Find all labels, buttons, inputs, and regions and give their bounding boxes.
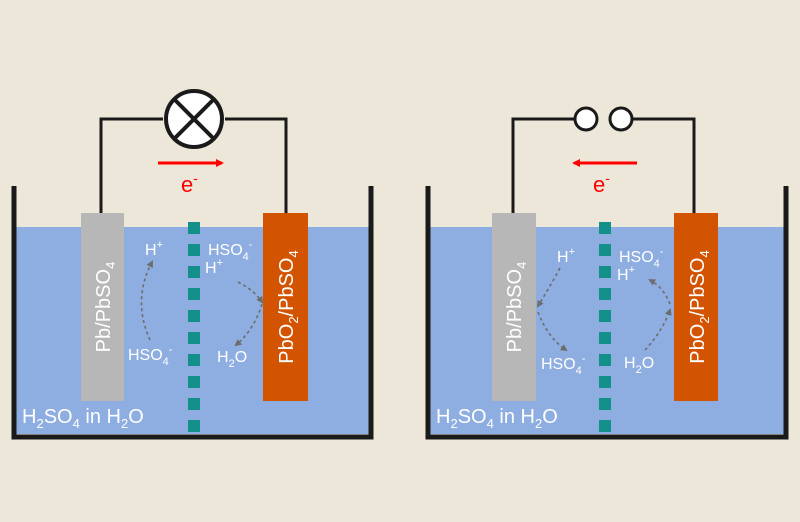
terminals-icon <box>573 106 634 132</box>
wire-left <box>99 117 163 213</box>
lead-electrode <box>81 213 124 401</box>
wire-right <box>225 117 288 213</box>
h2o-label: H2O <box>624 355 654 376</box>
beaker <box>11 186 374 440</box>
lead-electrode <box>492 213 536 401</box>
reaction-arrow <box>644 308 672 351</box>
h2o-label: H2O <box>217 349 247 370</box>
discharge-cell: e- Pb/PbSO4 PbO2/PbSO4 H+ HSO4- HSO4- H+… <box>11 89 374 440</box>
reaction-arrow <box>234 303 263 347</box>
beaker <box>425 186 789 440</box>
cathode-label: PbO2/PbSO4 <box>687 250 712 363</box>
lamp-icon <box>164 89 224 149</box>
electron-label: e- <box>593 170 610 197</box>
anode-label: Pb/PbSO4 <box>93 262 118 353</box>
cathode-label: PbO2/PbSO4 <box>276 250 301 363</box>
wire-right <box>633 117 696 213</box>
lead-dioxide-electrode <box>674 213 718 401</box>
reaction-arrow <box>140 260 153 341</box>
anode-label: Pb/PbSO4 <box>504 262 529 353</box>
separator-membrane <box>599 222 611 432</box>
wire-left <box>511 117 574 213</box>
reaction-arrow <box>537 311 568 352</box>
lead-dioxide-electrode <box>263 213 308 401</box>
reaction-arrow <box>237 281 264 304</box>
charge-cell: e- Pb/PbSO4 PbO2/PbSO4 H+ HSO4- HSO4- H+… <box>425 106 789 440</box>
separator-membrane <box>188 222 200 432</box>
reaction-arrow <box>648 279 671 305</box>
electron-label: e- <box>181 170 198 197</box>
